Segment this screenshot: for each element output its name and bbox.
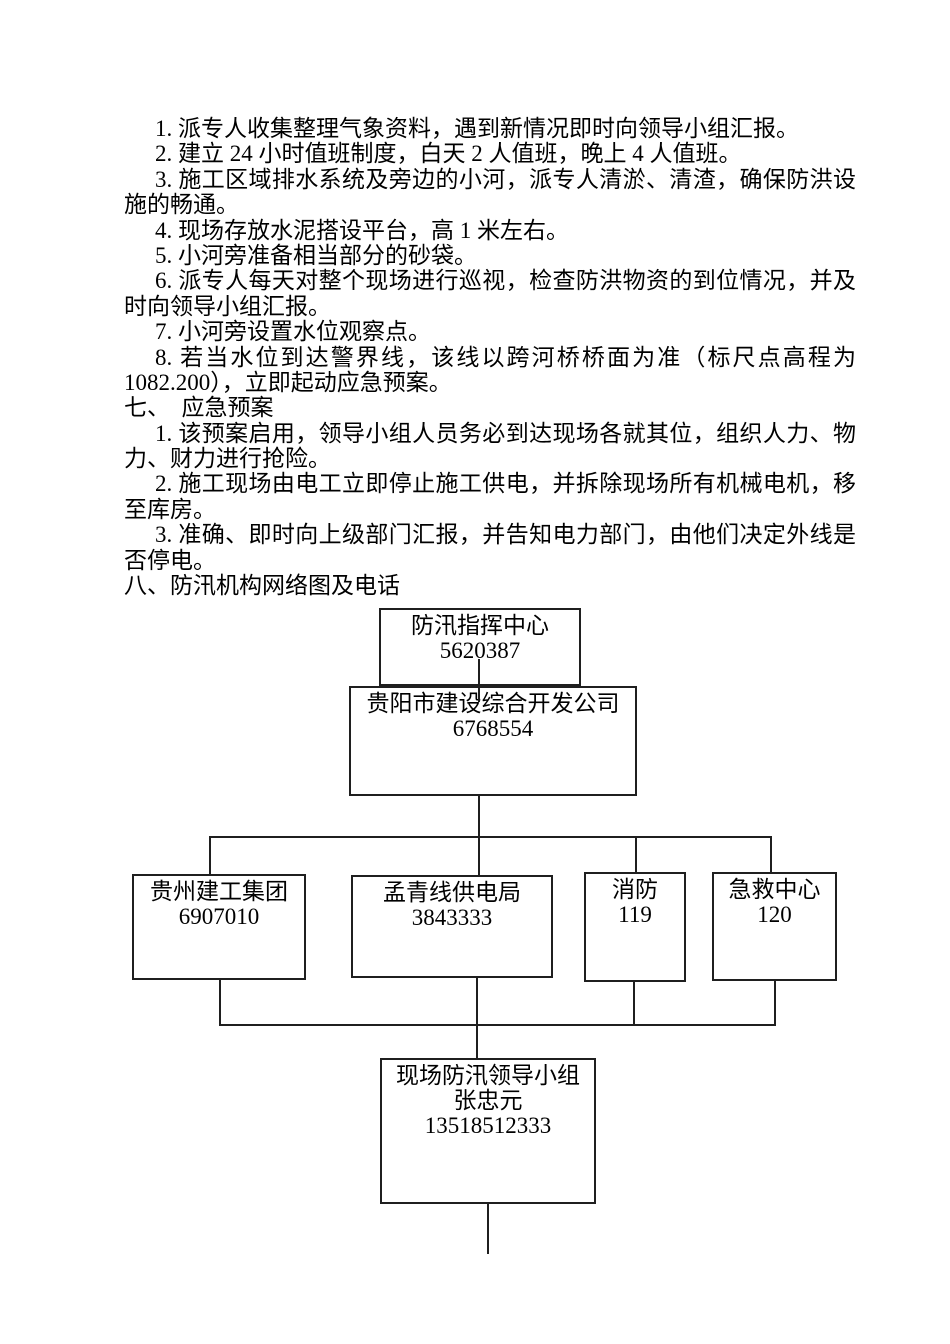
body-line: 6. 派专人每天对整个现场进行巡视，检查防洪物资的到位情况，并及 <box>155 268 856 294</box>
org-node-phone: 3843333 <box>411 905 493 930</box>
connector-line <box>633 981 635 1026</box>
body-line: 施的畅通。 <box>124 192 239 218</box>
body-line: 否停电。 <box>124 547 216 573</box>
org-node-construction-group: 贵州建工集团 6907010 <box>132 874 306 980</box>
org-node-emergency-center: 急救中心 120 <box>712 872 837 981</box>
body-line: 至库房。 <box>124 496 216 522</box>
body-text-block: 1. 派专人收集整理气象资料，遇到新情况即时向领导小组汇报。 2. 建立 24 … <box>124 116 856 598</box>
body-line: 2. 施工现场由电工立即停止施工供电，并拆除现场所有机械电机，移 <box>155 471 856 497</box>
org-node-phone: 119 <box>618 902 652 927</box>
org-node-phone: 6907010 <box>178 904 260 929</box>
org-node-title: 贵州建工集团 <box>150 879 288 904</box>
body-line: 7. 小河旁设置水位观察点。 <box>155 319 431 345</box>
section-heading-8: 八、防汛机构网络图及电话 <box>124 573 400 599</box>
connector-line <box>770 836 772 873</box>
org-node-title: 现场防汛领导小组 <box>396 1063 580 1088</box>
org-node-phone: 5620387 <box>439 638 521 663</box>
org-node-title: 孟青线供电局 <box>383 880 521 905</box>
org-node-title: 急救中心 <box>728 877 821 902</box>
org-node-phone: 120 <box>757 902 792 927</box>
connector-line <box>209 836 772 838</box>
org-node-power-bureau: 孟青线供电局 3843333 <box>351 875 553 978</box>
body-line: 3. 准确、即时向上级部门汇报，并告知电力部门，由他们决定外线是 <box>155 522 856 548</box>
connector-line <box>219 980 221 1026</box>
org-node-leader: 张忠元 <box>453 1088 523 1113</box>
connector-line <box>476 978 478 1059</box>
org-node-phone: 6768554 <box>452 716 534 741</box>
org-node-site-flood-team: 现场防汛领导小组 张忠元 13518512333 <box>380 1058 596 1204</box>
connector-line <box>635 836 637 873</box>
org-node-fire-brigade: 消防 119 <box>584 872 686 982</box>
org-node-title: 消防 <box>612 877 658 902</box>
connector-line <box>487 1204 489 1254</box>
body-line: 时向领导小组汇报。 <box>124 293 331 319</box>
org-node-phone: 13518512333 <box>424 1113 552 1138</box>
body-line: 1082.200），立即起动应急预案。 <box>124 369 452 395</box>
org-node-title: 贵阳市建设综合开发公司 <box>366 691 620 716</box>
body-line: 3. 施工区域排水系统及旁边的小河，派专人清淤、清渣，确保防洪设 <box>155 166 856 192</box>
body-line: 4. 现场存放水泥搭设平台，高 1 米左右。 <box>155 217 569 243</box>
body-line: 1. 派专人收集整理气象资料，遇到新情况即时向领导小组汇报。 <box>155 116 799 141</box>
org-node-title: 防汛指挥中心 <box>411 613 549 638</box>
org-node-development-company: 贵阳市建设综合开发公司 6768554 <box>349 686 637 796</box>
body-line: 力、财力进行抢险。 <box>124 446 331 472</box>
body-line: 2. 建立 24 小时值班制度，白天 2 人值班，晚上 4 人值班。 <box>155 141 742 167</box>
body-line: 1. 该预案启用，领导小组人员务必到达现场各就其位，组织人力、物 <box>155 420 856 446</box>
org-node-command-center: 防汛指挥中心 5620387 <box>379 608 581 686</box>
connector-line <box>209 836 211 875</box>
body-line: 5. 小河旁准备相当部分的砂袋。 <box>155 242 477 268</box>
section-heading-7: 七、 应急预案 <box>124 395 274 421</box>
connector-line <box>219 1024 776 1026</box>
connector-line <box>478 659 480 702</box>
body-line: 8. 若当水位到达警界线，该线以跨河桥桥面为准（标尺点高程为 <box>155 344 856 370</box>
connector-line <box>774 980 776 1026</box>
